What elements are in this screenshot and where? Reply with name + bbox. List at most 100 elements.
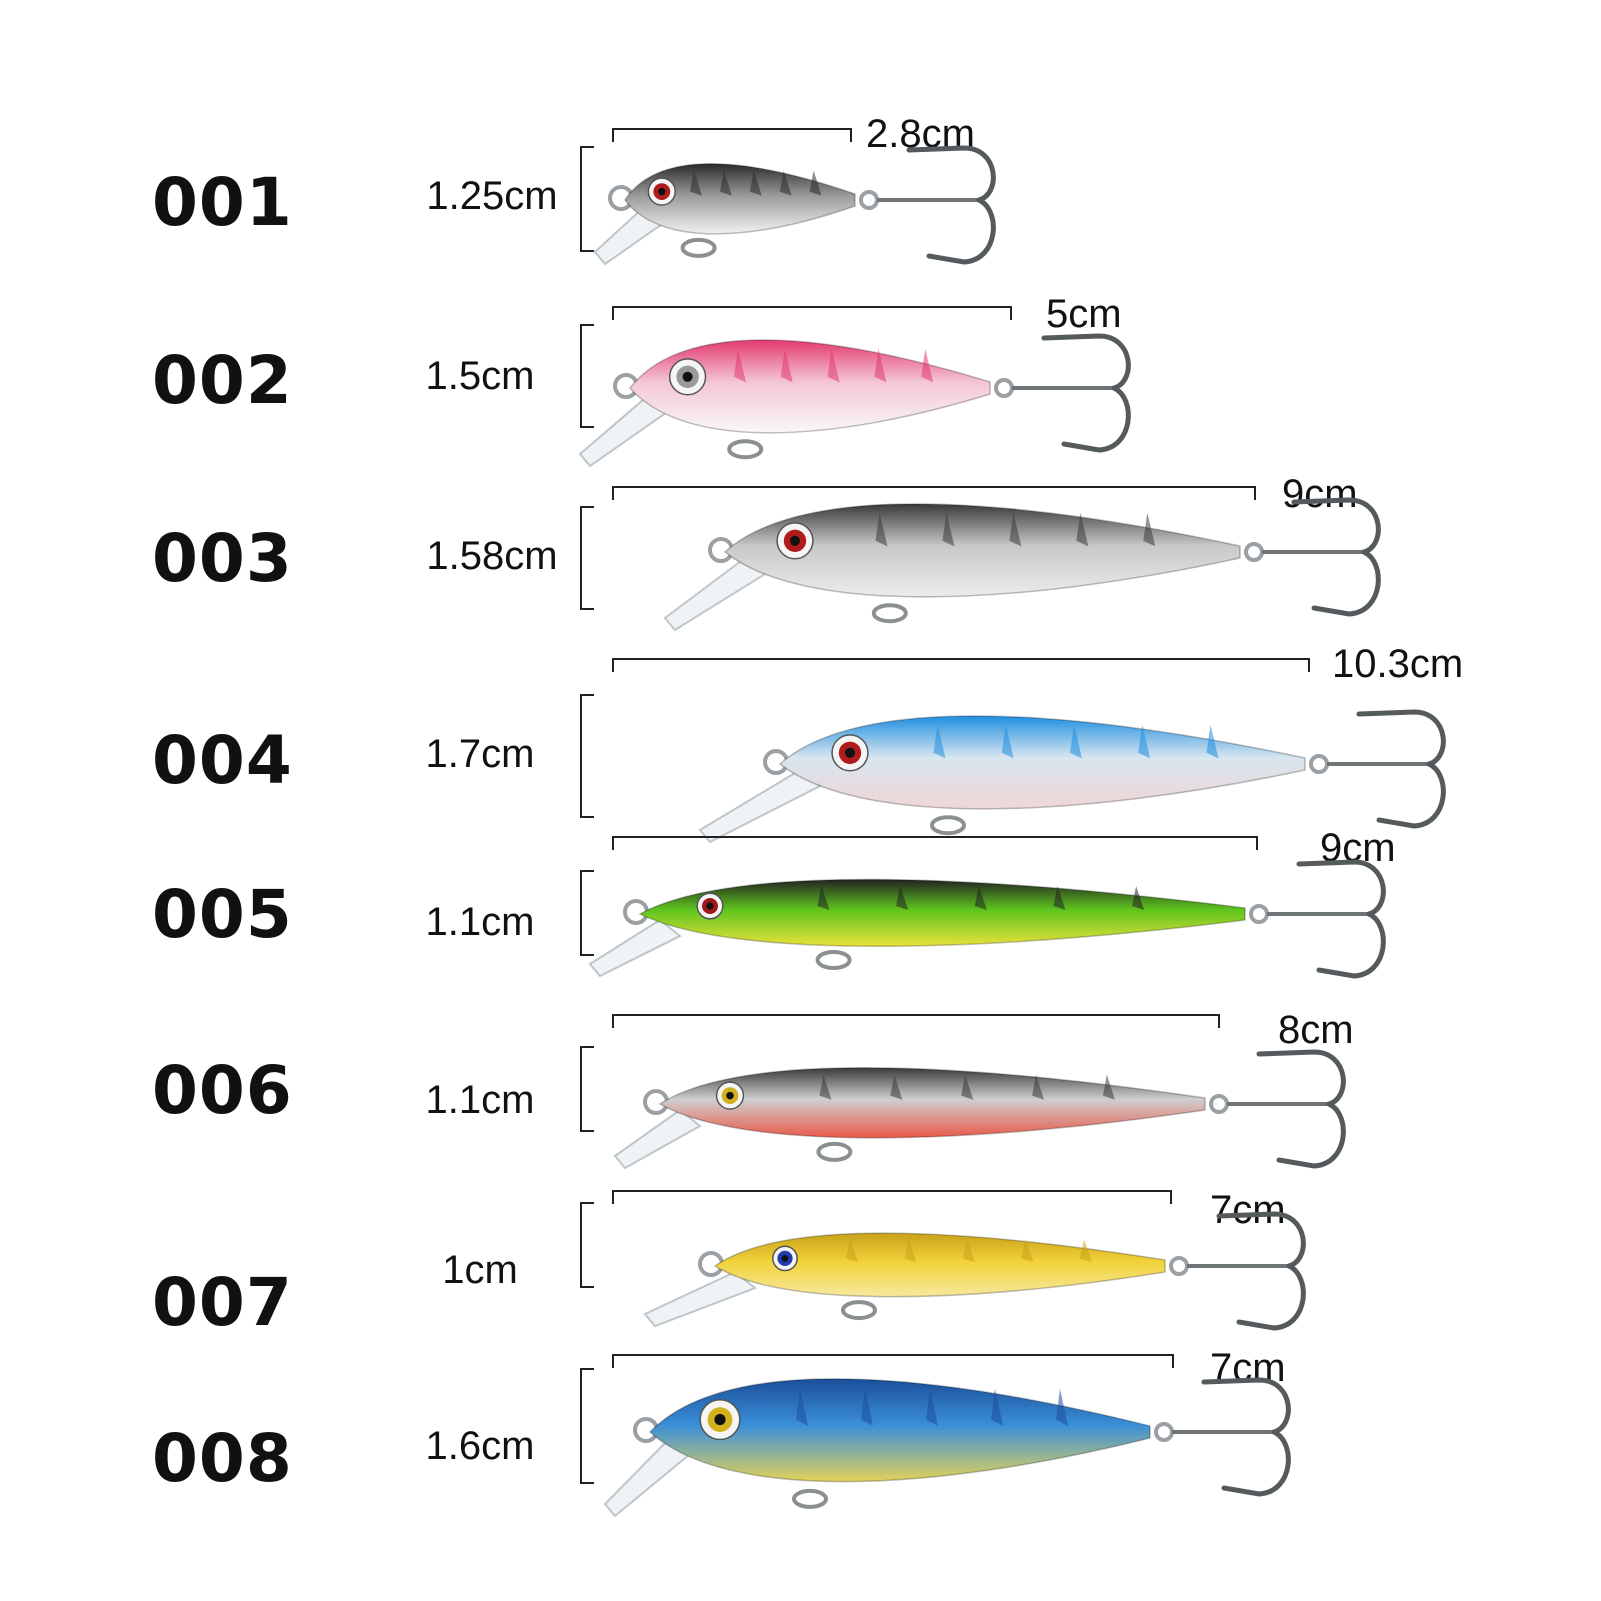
- lure-illustration: [588, 859, 1386, 979]
- belly-ring: [841, 1300, 877, 1321]
- hook-upper: [906, 145, 996, 203]
- lure-illustration: [593, 145, 996, 266]
- lure-code: 002: [152, 342, 293, 419]
- lure-code: 001: [152, 164, 293, 241]
- tail-eyelet: [1249, 904, 1269, 924]
- lure-stripe: [1076, 512, 1089, 547]
- height-label: 1.58cm: [426, 534, 558, 578]
- lure-body: [648, 1378, 1151, 1483]
- height-bracket: [580, 1202, 594, 1288]
- hook-upper: [1356, 709, 1446, 767]
- lure-code: 005: [152, 876, 293, 953]
- lure-stripe: [861, 1388, 873, 1426]
- length-label: 8cm: [1278, 1008, 1354, 1052]
- tail-eyelet: [1154, 1422, 1174, 1442]
- length-bracket: [612, 1354, 1174, 1368]
- lure-code: 003: [152, 520, 293, 597]
- height-label: 1.1cm: [425, 1078, 535, 1122]
- lure-lip: [663, 556, 767, 632]
- lure-stripe: [890, 1074, 903, 1100]
- hook-lower: [1276, 1101, 1346, 1169]
- lure-stripe: [1080, 1239, 1092, 1263]
- lure-row-007: 007 1cm 7cm: [0, 1172, 1601, 1352]
- lure-body: [713, 1232, 1166, 1298]
- lure-body: [624, 163, 856, 235]
- lure-stripe: [1206, 724, 1219, 759]
- length-bracket: [612, 128, 852, 142]
- eye-center: [706, 902, 714, 910]
- tail-eyelet: [1244, 542, 1264, 562]
- lure-body: [723, 503, 1241, 598]
- lure-stripe: [796, 1388, 808, 1426]
- lure-code: 004: [152, 722, 293, 799]
- height-bracket: [580, 870, 594, 956]
- height-label: 1.6cm: [425, 1424, 535, 1468]
- hook-lower: [1316, 911, 1386, 979]
- lure-stripe: [875, 512, 888, 547]
- lure-stripe: [1070, 724, 1082, 759]
- height-label: 1.7cm: [425, 732, 535, 776]
- belly-ring: [727, 439, 764, 460]
- length-label: 9cm: [1282, 472, 1358, 516]
- height-bracket: [580, 694, 594, 818]
- length-bracket: [612, 1190, 1172, 1204]
- lure-code: 007: [152, 1264, 293, 1341]
- lure-stripe: [1138, 724, 1151, 759]
- hook-upper: [1216, 1211, 1306, 1269]
- eye-center: [714, 1414, 726, 1426]
- belly-ring: [930, 815, 966, 836]
- lure-stripe: [827, 348, 840, 383]
- height-bracket: [580, 1046, 594, 1132]
- lure-code: 006: [152, 1052, 293, 1129]
- lure-illustration: [663, 497, 1381, 632]
- length-bracket: [612, 306, 1012, 320]
- lure-body: [629, 339, 991, 434]
- lure-stripe: [780, 348, 793, 383]
- lure-row-006: 006 1.1cm 8cm: [0, 996, 1601, 1176]
- belly-ring: [871, 603, 908, 624]
- length-bracket: [612, 836, 1258, 850]
- hook-lower: [1236, 1263, 1306, 1331]
- lure-stripe: [904, 1239, 917, 1263]
- hook-lower: [1221, 1429, 1291, 1497]
- lure-body: [778, 715, 1306, 810]
- lure-stripe: [719, 170, 732, 196]
- height-bracket: [580, 146, 594, 252]
- lure-stripe: [734, 348, 746, 383]
- belly-ring: [815, 950, 852, 970]
- lure-row-003: 003 1.58cm 9cm: [0, 468, 1601, 648]
- height-bracket: [580, 506, 594, 610]
- lure-stripe: [921, 348, 934, 383]
- lure-illustration: [578, 333, 1131, 468]
- lure-stripe: [896, 886, 909, 910]
- lure-stripe: [846, 1239, 858, 1263]
- lure-stripe: [1001, 724, 1014, 759]
- lure-lip: [643, 1270, 757, 1328]
- lure-illustration: [643, 1211, 1306, 1331]
- lure-body: [638, 878, 1246, 947]
- eye-center: [781, 1254, 789, 1262]
- hook-upper: [1041, 333, 1131, 391]
- length-bracket: [612, 658, 1310, 672]
- eye-center: [658, 187, 666, 196]
- lure-code: 008: [152, 1420, 293, 1497]
- lure-illustration: [698, 709, 1446, 844]
- height-label: 1.25cm: [426, 174, 558, 218]
- height-bracket: [580, 1368, 594, 1484]
- lure-stripe: [817, 886, 830, 910]
- lure-stripe: [1056, 1388, 1068, 1426]
- tail-eyelet: [994, 378, 1014, 398]
- length-label: 7cm: [1210, 1188, 1286, 1232]
- hook-lower: [1376, 761, 1446, 829]
- height-label: 1cm: [442, 1248, 518, 1292]
- belly-ring: [816, 1141, 853, 1162]
- lure-stripe: [819, 1074, 832, 1100]
- lure-stripe: [1021, 1239, 1034, 1263]
- height-label: 1.1cm: [425, 900, 535, 944]
- lure-stripe: [933, 724, 946, 759]
